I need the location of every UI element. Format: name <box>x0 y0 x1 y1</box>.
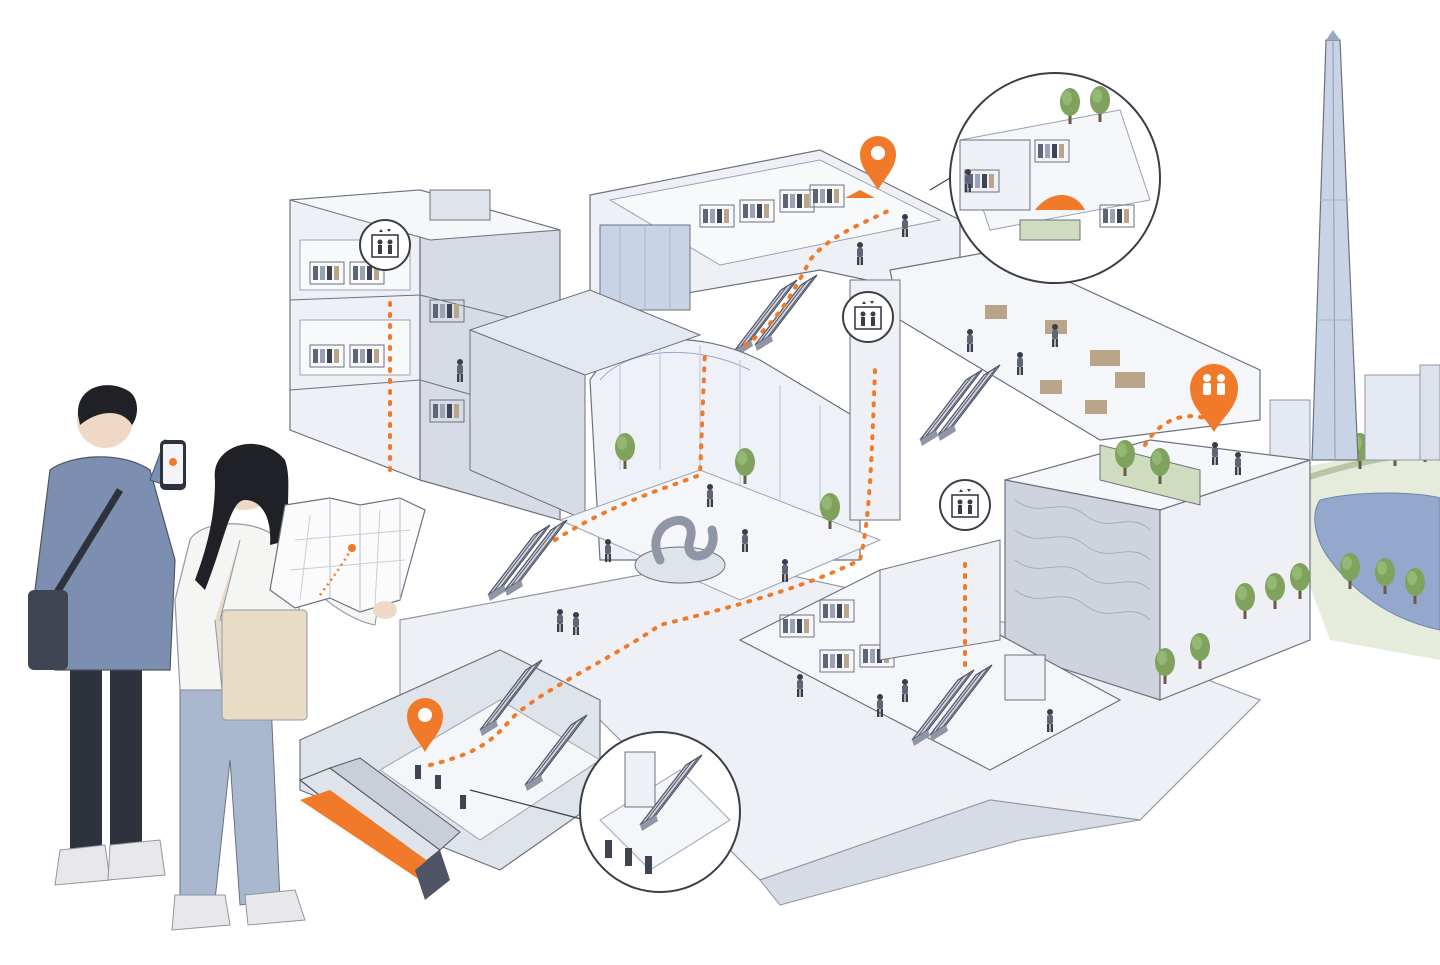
man-with-phone <box>28 385 186 886</box>
location-pin-icon <box>407 698 443 752</box>
detail-bubble-subway-gates <box>469 731 741 893</box>
lower-retail-floor <box>738 539 1122 771</box>
meeting-point-icon <box>1190 364 1238 432</box>
cube-building <box>1004 439 1311 701</box>
glass-atrium <box>468 289 861 561</box>
sculpture <box>651 515 718 565</box>
woman-with-map <box>171 443 426 931</box>
location-pin-icon <box>860 136 896 190</box>
wayfinding-route <box>388 208 1212 767</box>
elevator-icon <box>842 291 894 343</box>
detail-bubble-rooftop-market <box>929 72 1161 284</box>
elevator-icon <box>939 479 991 531</box>
central-plaza <box>487 433 882 635</box>
elevator-icon <box>359 219 411 271</box>
paper-map <box>269 497 426 613</box>
subway-level <box>298 649 601 900</box>
subway-train <box>298 757 461 900</box>
waterfront-park <box>1290 426 1440 660</box>
skyscraper-tower <box>1269 30 1440 461</box>
